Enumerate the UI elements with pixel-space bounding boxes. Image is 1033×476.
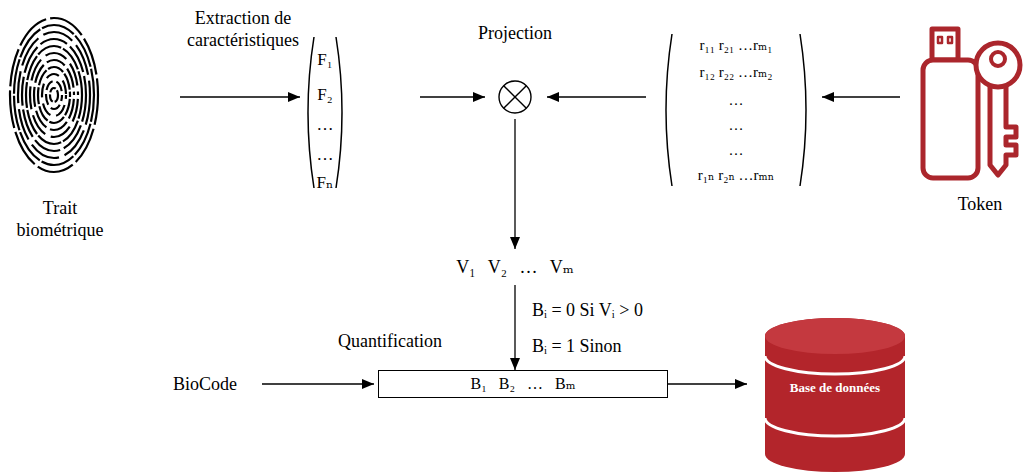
feature-vector: F₁ F₂ … … Fₙ: [302, 35, 348, 190]
node-text: …: [729, 91, 744, 109]
fingerprint-ridge: [50, 88, 58, 102]
projection-operator: [499, 81, 531, 113]
fingerprint-ridge: [22, 39, 86, 151]
left-parenthesis: [308, 37, 314, 188]
projection-node: Projection: [497, 79, 533, 115]
node-text: Token: [958, 194, 1003, 216]
arrow-connector: [547, 96, 646, 97]
node-text: B₁ B₂ … Bₘ: [471, 374, 576, 393]
database: Base de données: [765, 318, 905, 472]
node-text: V₁ V₂ … Vₘ: [456, 257, 573, 279]
biometric-trait-shape: [4, 10, 104, 180]
biometric-trait: Trait biométrique: [4, 10, 104, 180]
arrow-connector: [420, 96, 485, 97]
quantification-rule: Bᵢ = 0 Si Vᵢ > 0: [532, 300, 643, 322]
database-cylinder: [765, 318, 905, 472]
biocode-box-outline: [379, 371, 668, 398]
projection-node-shape: [497, 79, 533, 115]
token-shape: [918, 25, 1030, 182]
node-text: F₂: [317, 85, 332, 105]
edge-label: Quantification: [338, 331, 442, 353]
fingerprint-ridge: [34, 60, 74, 130]
node-text: r₁ₙ r₂ₙ …rₘₙ: [698, 166, 775, 184]
projected-vector: V₁ V₂ … Vₘ: [440, 255, 590, 281]
arrow-connector: [822, 96, 900, 97]
fingerprint-ridge: [18, 32, 90, 158]
node-text: r₁₁ r₂₁ …rₘ₁: [700, 36, 773, 54]
random-matrix: r₁₁ r₂₁ …rₘ₁ r₁₂ r₂₂ …rₘ₂ … … … r₁ₙ r₂ₙ …rₘₙ: [660, 32, 812, 188]
fingerprint-ridge: [26, 46, 82, 144]
arrow-connector: [514, 119, 515, 249]
right-parenthesis: [800, 34, 806, 186]
node-text: …: [729, 141, 744, 159]
node-text: r₁₂ r₂₂ …rₘ₂: [700, 63, 773, 81]
node-text: Trait biométrique: [10, 198, 110, 241]
arrow-connector: [180, 96, 300, 97]
node-text: Projection: [478, 23, 552, 45]
node-text: …: [729, 116, 744, 134]
right-parenthesis: [336, 37, 342, 188]
fingerprint-ridge: [30, 53, 78, 137]
left-parenthesis: [666, 34, 672, 186]
biocode-caption: BioCode: [173, 374, 237, 396]
token: Token: [918, 25, 1030, 182]
random-matrix-shape: [660, 32, 812, 188]
fingerprint-ridge: [38, 67, 70, 123]
biocode-pointer: [262, 383, 374, 384]
fingerprint-ridge: [10, 18, 98, 172]
node-text: …: [317, 145, 334, 165]
node-text: …: [317, 115, 334, 135]
arrow-connector: [668, 383, 747, 384]
fingerprint-ridge: [14, 25, 94, 165]
fingerprint-ridge: [46, 81, 62, 109]
node-text: F₁: [317, 50, 332, 70]
biocode-box: B₁ B₂ … Bₘ: [378, 370, 668, 398]
node-text: Fₙ: [317, 173, 334, 193]
edge-label: Extraction de caractéristiques: [158, 8, 328, 51]
node-text: Base de données: [790, 380, 880, 396]
arrow-connector: [514, 285, 515, 370]
token-icon: [923, 29, 1020, 178]
fingerprint-ridge: [42, 74, 66, 116]
quantification-rule: Bᵢ = 1 Sinon: [532, 336, 622, 358]
fingerprint-illustration: [10, 18, 98, 172]
